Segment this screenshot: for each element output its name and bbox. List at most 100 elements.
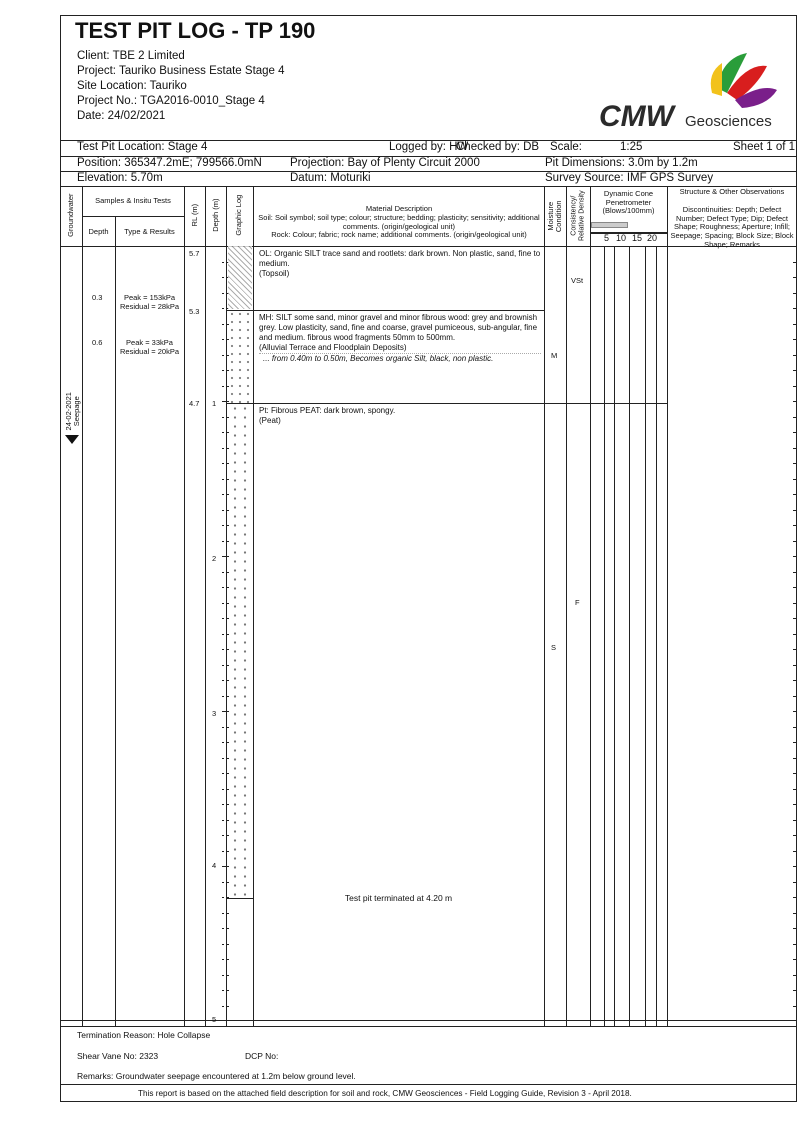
depth-tick (793, 742, 796, 743)
dcp-legend-bar (591, 222, 628, 228)
depth-tick (793, 478, 796, 480)
depth-tick (222, 401, 226, 402)
col-moisture: Moisture Condition (545, 200, 563, 233)
rl-value: 4.7 (189, 399, 200, 408)
page-title: TEST PIT LOG - TP 190 (75, 18, 316, 43)
depth-tick (793, 292, 796, 294)
depth-tick (793, 881, 796, 883)
depth-tick (226, 602, 229, 604)
col-type: Type & Results (124, 227, 175, 236)
sample-depth: 0.6 (92, 338, 103, 347)
depth-tick (793, 835, 796, 836)
depth-tick (226, 695, 229, 697)
depth-label: 1 (212, 399, 217, 408)
col-structure: Structure & Other Observations (679, 187, 785, 196)
position: Position: 365347.2mE; 799566.0mN (77, 157, 262, 169)
depth-tick (793, 788, 796, 790)
depth-tick (222, 1005, 224, 1007)
depth-tick (222, 494, 224, 495)
elevation: Elevation: 5.70m (77, 172, 163, 184)
depth-tick (226, 819, 229, 821)
depth-tick (222, 664, 224, 666)
logged-by: Logged by: HW (389, 141, 469, 153)
depth-tick (226, 649, 229, 650)
depth-label: 2 (212, 554, 217, 563)
pit-dimensions: Pit Dimensions: 3.0m by 1.2m (545, 157, 698, 169)
client: Client: TBE 2 Limited (77, 50, 185, 62)
col-depth-m: Depth (m) (210, 198, 220, 232)
project: Project: Tauriko Business Estate Stage 4 (77, 65, 285, 77)
depth-tick (222, 928, 224, 929)
depth-tick (793, 540, 796, 542)
depth-tick (793, 401, 796, 402)
depth-tick (226, 943, 229, 945)
depth-tick (222, 881, 224, 883)
depth-tick (222, 261, 224, 263)
sheet-number: Sheet 1 of 1 (733, 141, 796, 153)
checked-by: Checked by: DB (456, 141, 540, 153)
termination-note: Test pit terminated at 4.20 m (344, 893, 453, 903)
depth-tick (226, 556, 229, 557)
depth-tick (226, 308, 229, 309)
depth-tick (793, 525, 796, 526)
depth-tick (793, 866, 796, 867)
dcp-tick-20: 20 (647, 233, 658, 243)
depth-tick (226, 897, 229, 898)
depth-tick (222, 556, 226, 557)
depth-tick (226, 866, 229, 867)
col-dcp: Dynamic Cone Penetrometer (Blows/100mm) (602, 189, 655, 216)
depth-tick (226, 959, 229, 960)
depth-tick (222, 339, 224, 340)
depth-tick (226, 788, 229, 790)
depth-tick (793, 959, 796, 960)
depth-tick (226, 401, 229, 402)
depth-tick (226, 509, 229, 511)
depth-tick (222, 478, 224, 480)
desc-rock-legend: Rock: Colour; fabric; rock name; additio… (271, 230, 527, 239)
depth-tick (222, 990, 224, 991)
dcp-tick-5: 5 (604, 233, 610, 243)
depth-tick (226, 974, 229, 976)
dcp-tick-10: 10 (616, 233, 627, 243)
projection: Projection: Bay of Plenty Circuit 2000 (290, 157, 480, 169)
depth-tick (793, 385, 796, 387)
layer-description: Pt: Fibrous PEAT: dark brown, spongy.(Pe… (259, 406, 396, 425)
depth-tick (793, 804, 796, 805)
depth-tick (222, 757, 224, 759)
depth-tick (222, 773, 224, 774)
depth-tick (226, 726, 229, 728)
depth-tick (222, 695, 224, 697)
depth-tick (793, 370, 796, 371)
depth-tick (226, 571, 229, 573)
project-number: Project No.: TGA2016-0010_Stage 4 (77, 95, 265, 107)
depth-tick (793, 664, 796, 666)
shear-vane-number: Shear Vane No: 2323 (77, 1051, 159, 1061)
depth-tick (793, 897, 796, 898)
depth-tick (226, 447, 229, 449)
dcp-tick-15: 15 (632, 233, 643, 243)
depth-tick (226, 261, 229, 263)
depth-tick (793, 680, 796, 681)
depth-tick (222, 323, 224, 325)
depth-tick (226, 928, 229, 929)
depth-tick (226, 587, 229, 588)
depth-tick (226, 540, 229, 542)
depth-tick (222, 680, 224, 681)
water-level-icon (65, 435, 79, 444)
depth-tick (226, 633, 229, 635)
sample-result: Peak = 33kPa (126, 338, 173, 347)
site-location: Site Location: Tauriko (77, 80, 187, 92)
depth-tick (793, 354, 796, 356)
rl-value: 5.3 (189, 307, 200, 316)
depth-tick (793, 602, 796, 604)
depth-tick (793, 432, 796, 433)
col-consistency: Consistency/ Relative Density (570, 190, 585, 241)
col-material-description: Material Description (365, 204, 433, 213)
depth-tick (222, 959, 224, 960)
depth-tick (226, 773, 229, 774)
depth-tick (226, 680, 229, 681)
depth-tick (222, 742, 224, 743)
survey-source: Survey Source: IMF GPS Survey (545, 172, 714, 184)
depth-tick (793, 695, 796, 697)
dcp-number: DCP No: (245, 1051, 279, 1061)
